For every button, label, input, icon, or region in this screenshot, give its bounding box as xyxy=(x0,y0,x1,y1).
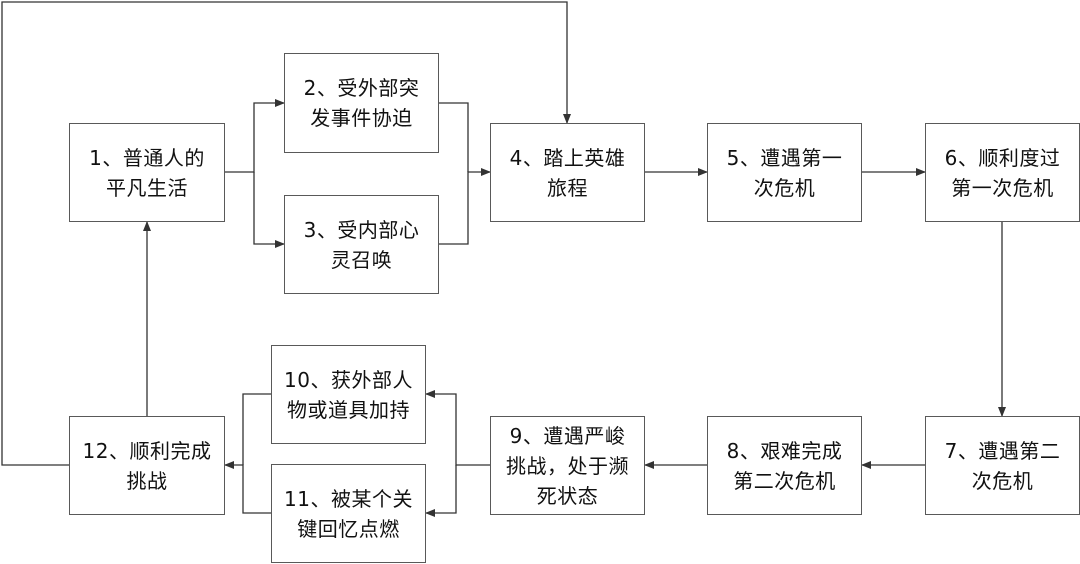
node-10-external-support: 10、获外部人 物或道具加持 xyxy=(271,345,426,444)
node-7-second-crisis: 7、遭遇第二 次危机 xyxy=(925,416,1080,515)
node-9-severe-challenge: 9、遭遇严峻 挑战，处于濒 死状态 xyxy=(490,416,645,515)
node-1-ordinary-life: 1、普通人的 平凡生活 xyxy=(69,123,225,222)
node-1-label: 1、普通人的 平凡生活 xyxy=(89,145,205,200)
edge-11-to-12 xyxy=(224,461,271,514)
node-6-overcome-first-crisis: 6、顺利度过 第一次危机 xyxy=(925,123,1080,222)
edge-9-to-10 xyxy=(425,390,490,466)
node-7-label: 7、遭遇第二 次危机 xyxy=(944,438,1061,493)
node-11-key-memory: 11、被某个关 键回忆点燃 xyxy=(271,464,426,563)
node-2-label: 2、受外部突 发事件协迫 xyxy=(303,76,420,130)
edge-2-to-4 xyxy=(439,102,469,172)
node-8-label: 8、艰难完成 第二次危机 xyxy=(726,438,843,493)
edge-3-to-4 xyxy=(439,168,491,245)
node-9-label: 9、遭遇严峻 挑战，处于濒 死状态 xyxy=(506,423,629,508)
node-3-inner-calling: 3、受内部心 灵召唤 xyxy=(284,195,439,294)
edge-12-to-4-loop xyxy=(1,1,571,466)
node-11-label: 11、被某个关 键回忆点燃 xyxy=(284,486,413,541)
node-3-label: 3、受内部心 灵召唤 xyxy=(303,217,420,272)
node-12-complete-challenge: 12、顺利完成 挑战 xyxy=(69,416,225,515)
node-5-first-crisis: 5、遭遇第一 次危机 xyxy=(707,123,862,222)
node-4-hero-journey: 4、踏上英雄 旅程 xyxy=(490,123,645,222)
edge-9-to-11 xyxy=(425,465,457,517)
node-12-label: 12、顺利完成 挑战 xyxy=(82,438,212,493)
edge-1-to-3 xyxy=(253,172,285,248)
node-8-overcome-second-crisis: 8、艰难完成 第二次危机 xyxy=(707,416,862,515)
node-4-label: 4、踏上英雄 旅程 xyxy=(509,145,626,200)
edge-1-to-2 xyxy=(225,99,285,173)
node-5-label: 5、遭遇第一 次危机 xyxy=(726,145,843,200)
node-10-label: 10、获外部人 物或道具加持 xyxy=(284,367,413,422)
node-2-external-event: 2、受外部突 发事件协迫 xyxy=(284,53,439,153)
edge-10-to-12 xyxy=(242,393,271,465)
node-6-label: 6、顺利度过 第一次危机 xyxy=(944,145,1061,200)
